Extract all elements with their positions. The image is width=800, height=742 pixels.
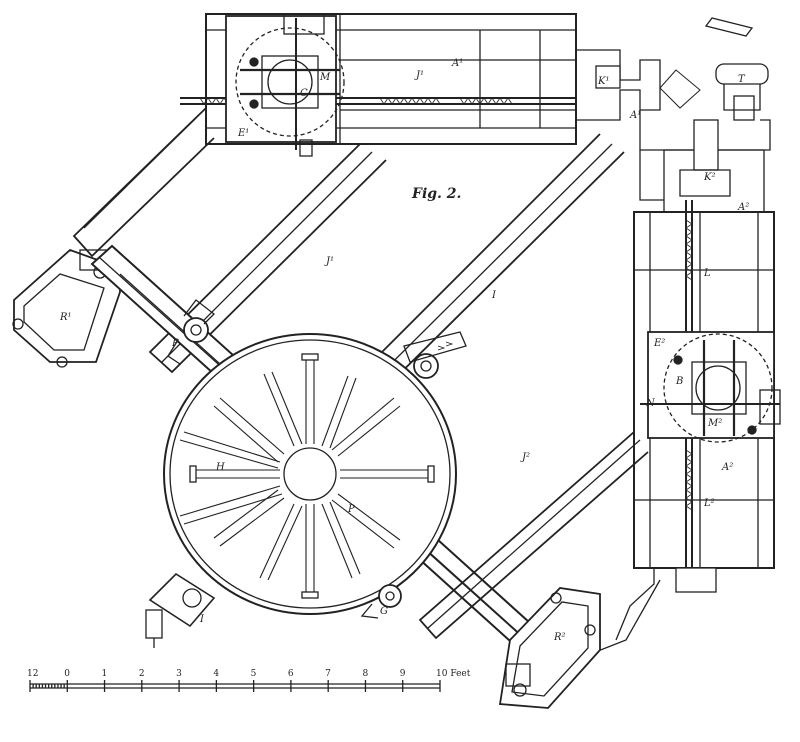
label-l: L: [703, 268, 711, 279]
label-r2: R²: [553, 632, 566, 643]
scale-tick-label: 10 Feet: [436, 669, 471, 679]
label-j1-top: J¹: [414, 70, 424, 81]
label-p-lower: P: [347, 504, 355, 515]
label-r1: R¹: [59, 312, 72, 323]
label-n: N: [645, 398, 656, 409]
right-crosshead: [498, 587, 601, 709]
lower-left-carriage: [145, 572, 216, 648]
scale-tick-label: 2: [139, 669, 145, 679]
scale-tick-label: 6: [288, 669, 294, 679]
upper-arm-carriage: [167, 299, 215, 365]
label-t: T: [738, 74, 746, 85]
label-e1: E¹: [237, 128, 249, 139]
label-p: P: [171, 338, 179, 349]
scale-tick-label: 4: [213, 669, 219, 679]
right-pivot-carriage: [403, 331, 467, 379]
scale-tick-label: 1: [102, 669, 108, 679]
scale-tick-label: 9: [400, 669, 406, 679]
label-h: H: [215, 462, 225, 473]
label-b: B: [675, 376, 683, 387]
label-k2: K²: [703, 172, 715, 183]
label-i-lower: I: [199, 614, 205, 625]
label-m2: M²: [707, 418, 722, 429]
label-a1: A¹: [451, 58, 463, 69]
scale-tick-label: 12: [27, 669, 38, 679]
scale-tick-label: 5: [251, 669, 257, 679]
figure-title: Fig. 2.: [411, 186, 461, 202]
label-a1-right: A¹: [629, 110, 641, 121]
label-a2-lower: A²: [721, 462, 733, 473]
label-g: G: [380, 606, 388, 617]
label-a2: A²: [737, 202, 749, 213]
scale-tick-label: 3: [176, 669, 182, 679]
label-k1: K¹: [597, 76, 609, 87]
label-i: I: [491, 290, 497, 301]
label-l2: L²: [703, 498, 715, 509]
left-crosshead: [12, 248, 121, 368]
right-machine-bed: [615, 119, 781, 641]
label-m: M: [319, 72, 331, 83]
rotary-table: [163, 333, 457, 615]
label-c: C: [300, 88, 308, 99]
scale-tick-label: 7: [325, 669, 331, 679]
scale-bar: [29, 680, 441, 692]
lower-right-carriage: [360, 584, 402, 619]
scale-tick-label: 0: [64, 669, 70, 679]
label-j2: J²: [520, 452, 530, 463]
label-j1: J¹: [324, 256, 334, 267]
upper-machine-bed: [180, 13, 771, 157]
scale-tick-label: 8: [362, 669, 368, 679]
label-e2: E²: [653, 338, 665, 349]
